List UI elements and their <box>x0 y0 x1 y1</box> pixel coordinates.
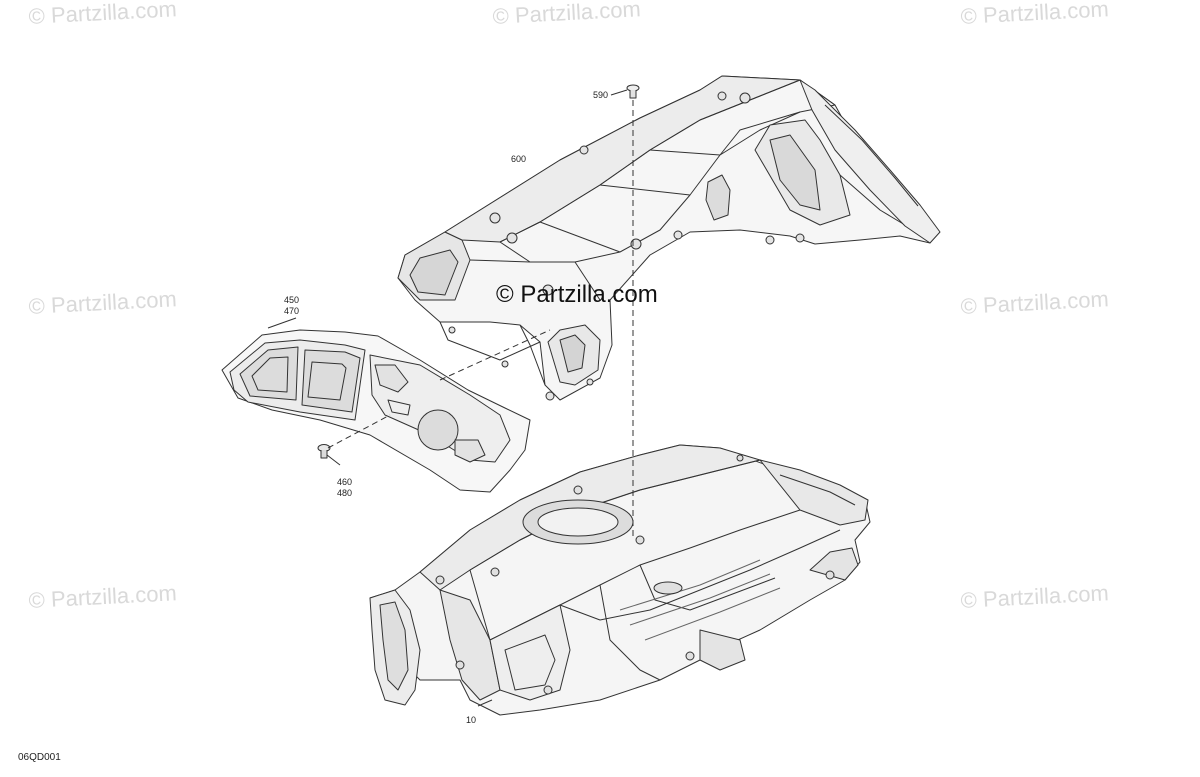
callout-450: 450 <box>284 295 300 305</box>
callout-470: 470 <box>284 306 300 316</box>
callout-590: 590 <box>593 90 609 100</box>
part-600-upper-cover <box>397 75 941 401</box>
assembly-lines <box>327 100 634 540</box>
callout-480: 480 <box>337 488 353 498</box>
watermark-center: © Partzilla.com <box>496 281 658 308</box>
callout-10: 10 <box>466 715 477 725</box>
part-590-push-rivet <box>610 84 640 99</box>
part-10-lower-body <box>369 444 871 716</box>
part-460-screw <box>317 444 341 466</box>
diagram-code: 06QD001 <box>18 752 61 763</box>
callout-460: 460 <box>337 477 353 487</box>
callout-600: 600 <box>511 154 527 164</box>
part-450-side-panel <box>221 317 531 493</box>
